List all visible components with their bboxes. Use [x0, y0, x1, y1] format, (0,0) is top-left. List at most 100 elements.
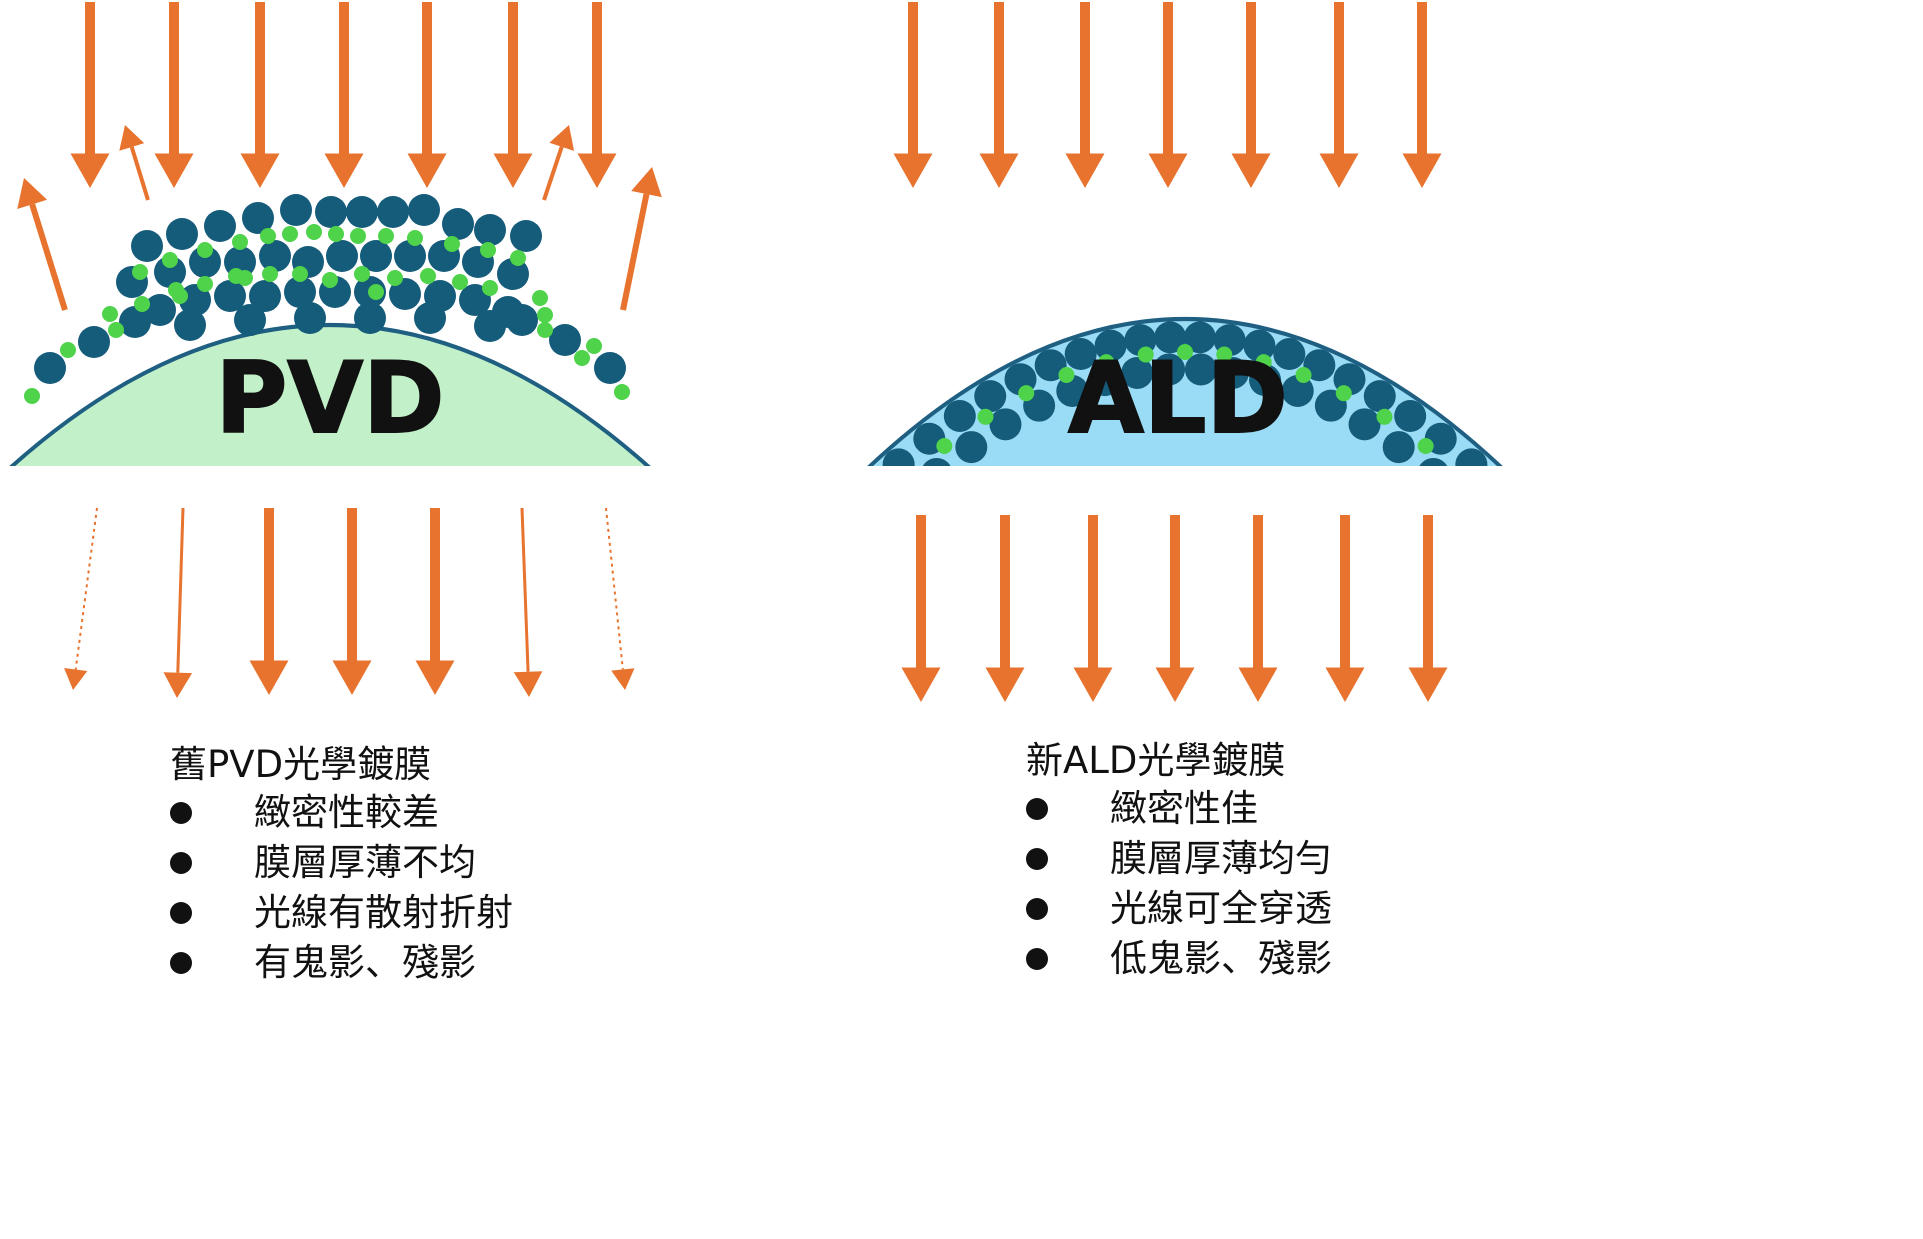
coating-particle: [189, 246, 221, 278]
coating-particle: [1098, 354, 1115, 371]
light-ray-arrow: [119, 125, 150, 201]
light-ray-arrow: [577, 2, 617, 188]
light-ray-arrow: [1065, 2, 1105, 188]
coating-particle: [131, 230, 163, 262]
ald-transmitted-arrows: [901, 515, 1448, 702]
coating-particle: [234, 304, 266, 336]
ald-lens-label: ALD: [1068, 342, 1288, 456]
coating-particle: [179, 284, 211, 316]
coating-particle: [232, 234, 248, 250]
bullet-dot-icon: [170, 902, 192, 924]
pvd-reflected-arrows: [17, 125, 662, 311]
coating-particle: [444, 236, 460, 252]
light-ray-arrow: [163, 507, 193, 698]
coating-particle: [282, 226, 298, 242]
coating-particle: [936, 437, 953, 454]
light-ray-arrow: [979, 2, 1019, 188]
coating-particle: [242, 202, 274, 234]
coating-particle: [214, 280, 246, 312]
coating-particle: [442, 208, 474, 240]
coating-particle: [1281, 374, 1314, 407]
coating-particle: [1417, 437, 1434, 454]
coating-comparison-diagram: PVD ALD: [9, 2, 1503, 702]
coating-particle: [389, 278, 421, 310]
list-item-text: 光線有散射折射: [254, 891, 513, 934]
coating-particle: [537, 307, 553, 323]
light-ray-arrow: [1325, 515, 1365, 702]
light-ray-arrow: [240, 2, 280, 188]
coating-particle: [1034, 349, 1067, 382]
coating-particle: [360, 240, 392, 272]
ald-description: 新ALD光學鍍膜 緻密性佳 膜層厚薄均勻 光線可全穿透 低鬼影、殘影: [1026, 738, 1332, 984]
list-item-text: 有鬼影、殘影: [254, 941, 476, 984]
light-ray-arrow: [332, 508, 372, 695]
coating-particle: [60, 342, 76, 358]
coating-particle: [78, 326, 110, 358]
coating-particle: [168, 282, 184, 298]
coating-particle: [480, 242, 496, 258]
coating-particle: [974, 380, 1007, 413]
bullet-dot-icon: [1026, 798, 1048, 820]
coating-particle: [1088, 364, 1121, 397]
coating-particle: [292, 266, 308, 282]
coating-particle: [1363, 380, 1396, 413]
coating-particle: [197, 242, 213, 258]
ald-title: 新ALD光學鍍膜: [1026, 739, 1286, 782]
coating-particle: [108, 322, 124, 338]
light-ray-arrow: [1402, 2, 1442, 188]
coating-particle: [510, 250, 526, 266]
coating-particle: [1249, 364, 1282, 397]
coating-particle: [387, 270, 403, 286]
coating-particle: [1255, 354, 1272, 371]
coating-particle: [537, 322, 553, 338]
coating-particle: [1455, 448, 1488, 466]
list-item: 膜層厚薄不均: [170, 838, 513, 888]
coating-particle: [162, 252, 178, 268]
coating-particle: [1303, 349, 1336, 382]
list-item: 光線有散射折射: [170, 888, 513, 938]
coating-particle: [354, 266, 370, 282]
light-ray-arrow: [1148, 2, 1188, 188]
coating-particle: [326, 240, 358, 272]
coating-particle: [497, 258, 529, 290]
light-ray-arrow: [17, 178, 68, 311]
coating-particle: [895, 473, 911, 489]
pvd-transmitted-arrows: [64, 507, 635, 698]
coating-particle: [532, 290, 548, 306]
coating-particle: [328, 226, 344, 242]
coating-particle: [259, 240, 291, 272]
ald-panel: ALD: [850, 2, 1503, 702]
light-ray-arrow: [415, 508, 455, 695]
light-ray-arrow: [1408, 515, 1448, 702]
coating-particle: [850, 524, 882, 556]
coating-particle: [922, 457, 951, 466]
coating-particle: [1058, 366, 1075, 383]
coating-particle: [394, 240, 426, 272]
coating-particle: [1376, 408, 1393, 425]
coating-particle: [350, 228, 366, 244]
bullet-dot-icon: [1026, 848, 1048, 870]
pvd-bullet-list: 緻密性較差 膜層厚薄不均 光線有散射折射 有鬼影、殘影: [170, 788, 513, 988]
coating-particle: [346, 196, 378, 228]
coating-particle: [407, 230, 423, 246]
coating-particle: [1459, 473, 1475, 489]
coating-particle: [1064, 338, 1097, 371]
coating-particle: [614, 384, 630, 400]
light-ray-arrow: [1319, 2, 1359, 188]
pvd-incoming-arrows: [70, 2, 617, 188]
bullet-dot-icon: [1026, 948, 1048, 970]
coating-particle: [1295, 366, 1312, 383]
coating-particle: [1243, 329, 1276, 362]
bullet-dot-icon: [170, 952, 192, 974]
coating-particle: [1121, 356, 1154, 389]
coating-particle: [1216, 346, 1233, 363]
pvd-lens-label: PVD: [215, 342, 444, 456]
coating-particle: [1382, 431, 1415, 464]
coating-particle: [420, 268, 436, 284]
coating-particle: [852, 477, 884, 509]
coating-particle: [197, 276, 213, 292]
ald-coating-particles: [850, 321, 1488, 556]
coating-particle: [354, 302, 386, 334]
coating-particle: [882, 448, 915, 466]
coating-particle: [482, 280, 498, 296]
